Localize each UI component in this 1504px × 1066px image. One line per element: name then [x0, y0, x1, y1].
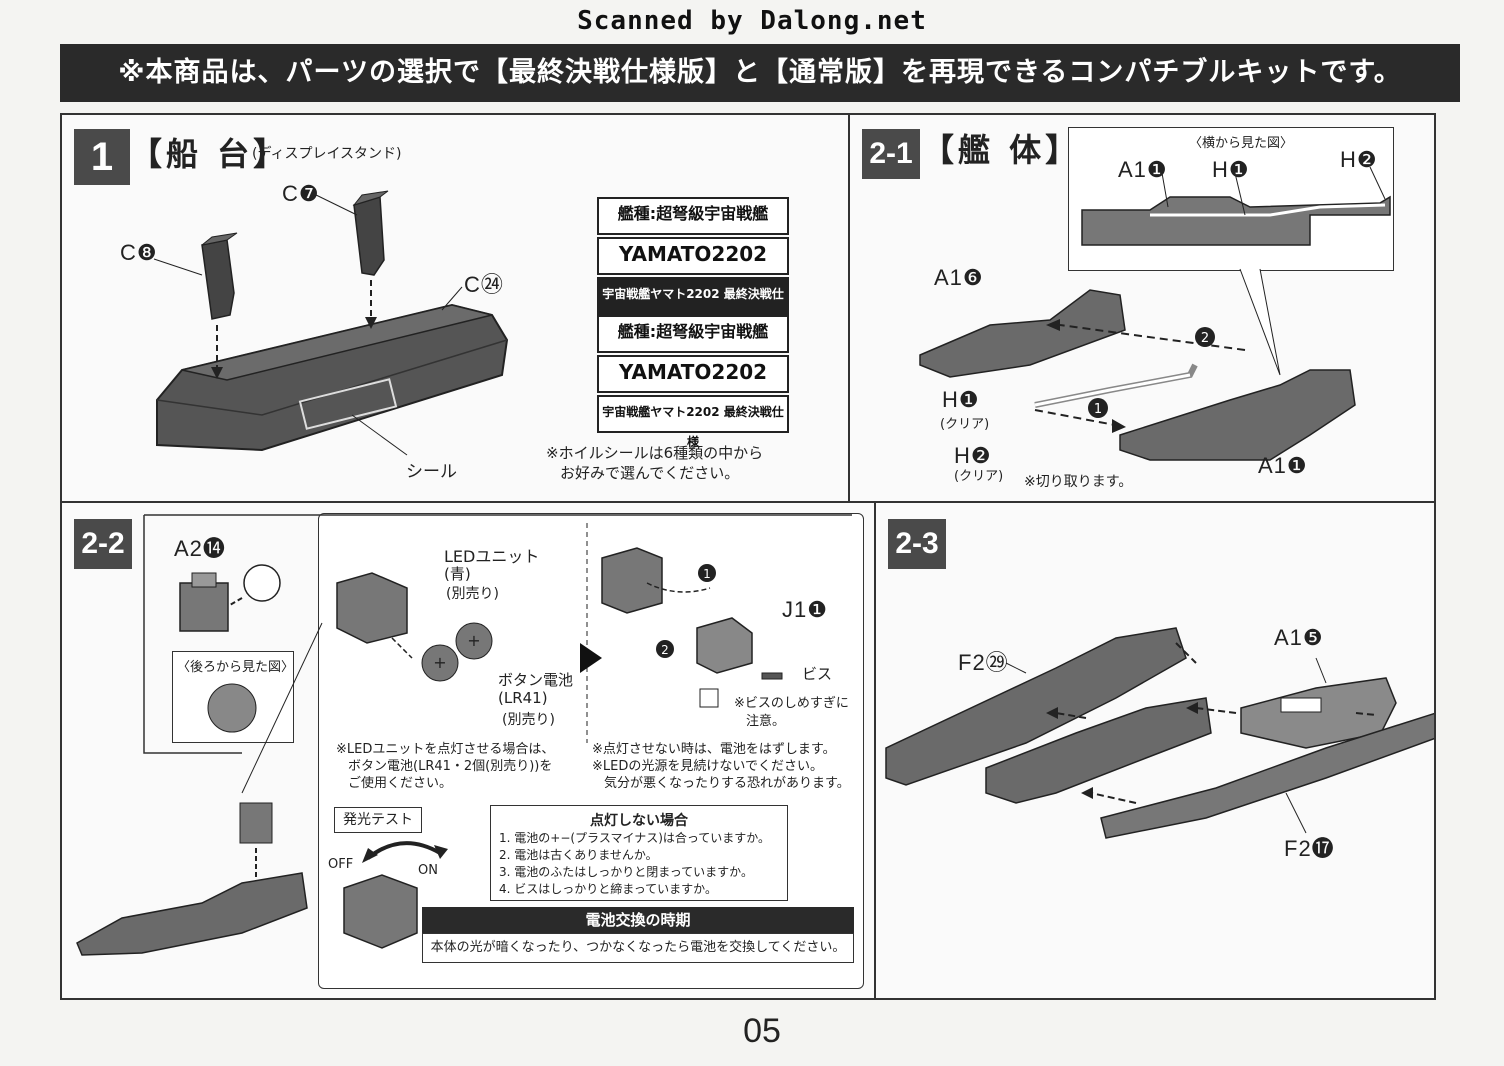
svg-text:2: 2 — [1201, 331, 1209, 346]
foil-sticker-3: 宇宙戦艦ヤマト2202 最終決戦仕様 — [597, 277, 789, 331]
battery-sold-separately: (別売り) — [502, 712, 555, 728]
foil-sticker-6: 宇宙戦艦ヤマト2202 最終決戦仕様 — [597, 395, 789, 449]
step2-2-number: 2-2 — [74, 519, 132, 569]
screw-label: ビス — [802, 665, 833, 683]
step2-1-number: 2-1 — [862, 129, 920, 179]
led-note-line3: ご使用ください。 — [348, 776, 453, 791]
part-a1-1-label: A1❶ — [1258, 453, 1308, 478]
part-h1-clear: (クリア) — [940, 417, 990, 432]
foil-sticker-2: YAMATO2202 — [597, 237, 789, 275]
light-test-label: 発光テスト — [334, 807, 422, 833]
led-assembly-diagram: + + 1 2 — [76, 514, 852, 956]
inset-part-a1-1: A1❶ — [1118, 157, 1168, 182]
display-stand-diagram — [153, 190, 509, 456]
sticker-note-line2: お好みで選んでください。 — [560, 464, 740, 482]
part-h2-label: H❷ — [954, 443, 992, 468]
compatibility-banner: ※本商品は、パーツの選択で【最終決戦仕様版】と【通常版】を再現できるコンパチブル… — [60, 44, 1460, 102]
part-a2-14-label: A2⓮ — [174, 536, 226, 561]
off-note-line2: ※LEDの光源を見続けないでください。 — [592, 759, 823, 774]
svg-text:1: 1 — [1094, 402, 1102, 417]
step1-panel: 1 【船 台】 (ディスプレイスタンド) C❽ C❼ C㉔ シール 艦種:超弩級… — [60, 113, 850, 504]
svg-text:+: + — [433, 653, 446, 672]
led-unit-name: LEDユニット — [444, 547, 540, 566]
screw-note-line1: ※ビスのしめすぎに — [734, 696, 849, 711]
led-unit-color: (青) — [444, 565, 471, 583]
cut-note: ※切り取ります。 — [1024, 474, 1133, 490]
troubleshooting-item-2: 2. 電池は古くありませんか。 — [499, 848, 658, 862]
sticker-note-line1: ※ホイルシールは6種類の中から — [546, 444, 764, 462]
switch-off-label: OFF — [328, 857, 354, 872]
troubleshooting-title: 点灯しない場合 — [590, 813, 688, 829]
side-view-caption: 〈横から見た図〉 — [1189, 136, 1294, 151]
foil-sticker-1: 艦種:超弩級宇宙戦艦 — [597, 197, 789, 235]
led-unit-sold-separately: (別売り) — [446, 586, 499, 602]
step2-1-title: 【艦 体】 — [922, 131, 1082, 169]
troubleshooting-item-4: 4. ビスはしっかりと締まっていますか。 — [499, 882, 717, 896]
rear-view-caption: 〈後ろから見た図〉 — [177, 660, 295, 675]
off-note-line3: 気分が悪くなったりする恐れがあります。 — [604, 776, 850, 791]
step2-3-number: 2-3 — [888, 519, 946, 569]
seal-label: シール — [406, 462, 457, 482]
foil-sticker-4: 艦種:超弩級宇宙戦艦 — [597, 315, 789, 353]
scan-watermark: Scanned by Dalong.net — [577, 6, 927, 36]
led-note-line1: ※LEDユニットを点灯させる場合は、 — [336, 742, 555, 757]
part-j1-1-label: J1❶ — [782, 597, 828, 622]
hull-assembly-diagram: 2 1 — [919, 166, 1391, 461]
inset-part-h1: H❶ — [1212, 157, 1250, 182]
part-f2-29-label: F2㉙ — [958, 650, 1009, 675]
troubleshooting-box: 点灯しない場合 1. 電池の+−(プラスマイナス)は合っていますか。 2. 電池… — [490, 805, 788, 901]
battery-change-text: 本体の光が暗くなったり、つかなくなったら電池を交換してください。 — [422, 933, 854, 963]
troubleshooting-item-3: 3. 電池のふたはしっかりと閉まっていますか。 — [499, 865, 753, 879]
step2-3-panel: 2-3 F2㉙ A1❺ F2⓱ — [874, 501, 1436, 1000]
part-c24-label: C㉔ — [464, 272, 504, 297]
screw-note-line2: 注意。 — [746, 714, 786, 729]
part-h2-clear: (クリア) — [954, 469, 1004, 484]
troubleshooting-item-1: 1. 電池の+−(プラスマイナス)は合っていますか。 — [499, 831, 771, 845]
part-f2-17-label: F2⓱ — [1284, 836, 1335, 861]
svg-text:2: 2 — [661, 643, 669, 657]
part-a1-6-label: A1❻ — [934, 265, 984, 290]
svg-text:+: + — [467, 631, 480, 650]
part-a1-5-label: A1❺ — [1274, 625, 1324, 650]
part-c8-label: C❽ — [120, 240, 158, 265]
step2-1-panel: 2-1 【艦 体】 〈横から見た図〉 2 1 A1❶ H❶ H❷ A1❻ H❶ … — [848, 113, 1436, 504]
part-c7-label: C❼ — [282, 181, 320, 206]
battery-model: (LR41) — [498, 689, 548, 707]
inset-part-h2: H❷ — [1340, 147, 1378, 172]
switch-on-label: ON — [418, 863, 438, 878]
step1-title: 【船 台】 — [130, 135, 290, 173]
foil-sticker-5: YAMATO2202 — [597, 355, 789, 393]
step1-number: 1 — [74, 129, 130, 185]
battery-name: ボタン電池 — [498, 671, 574, 689]
hull-frame-diagram — [885, 627, 1434, 839]
step2-2-panel: 2-2 〈後ろから見た図〉 + + 1 2 — [60, 501, 876, 1000]
battery-change-title: 電池交換の時期 — [422, 907, 854, 933]
svg-text:1: 1 — [703, 567, 711, 581]
led-note-line2: ボタン電池(LR41・2個(別売り))を — [348, 759, 553, 774]
part-h1-label: H❶ — [942, 387, 980, 412]
step1-subtitle: (ディスプレイスタンド) — [252, 146, 402, 162]
off-note-line1: ※点灯させない時は、電池をはずします。 — [592, 742, 836, 757]
side-view-inset: 〈横から見た図〉 — [1068, 127, 1394, 271]
page-number: 05 — [743, 1012, 781, 1050]
